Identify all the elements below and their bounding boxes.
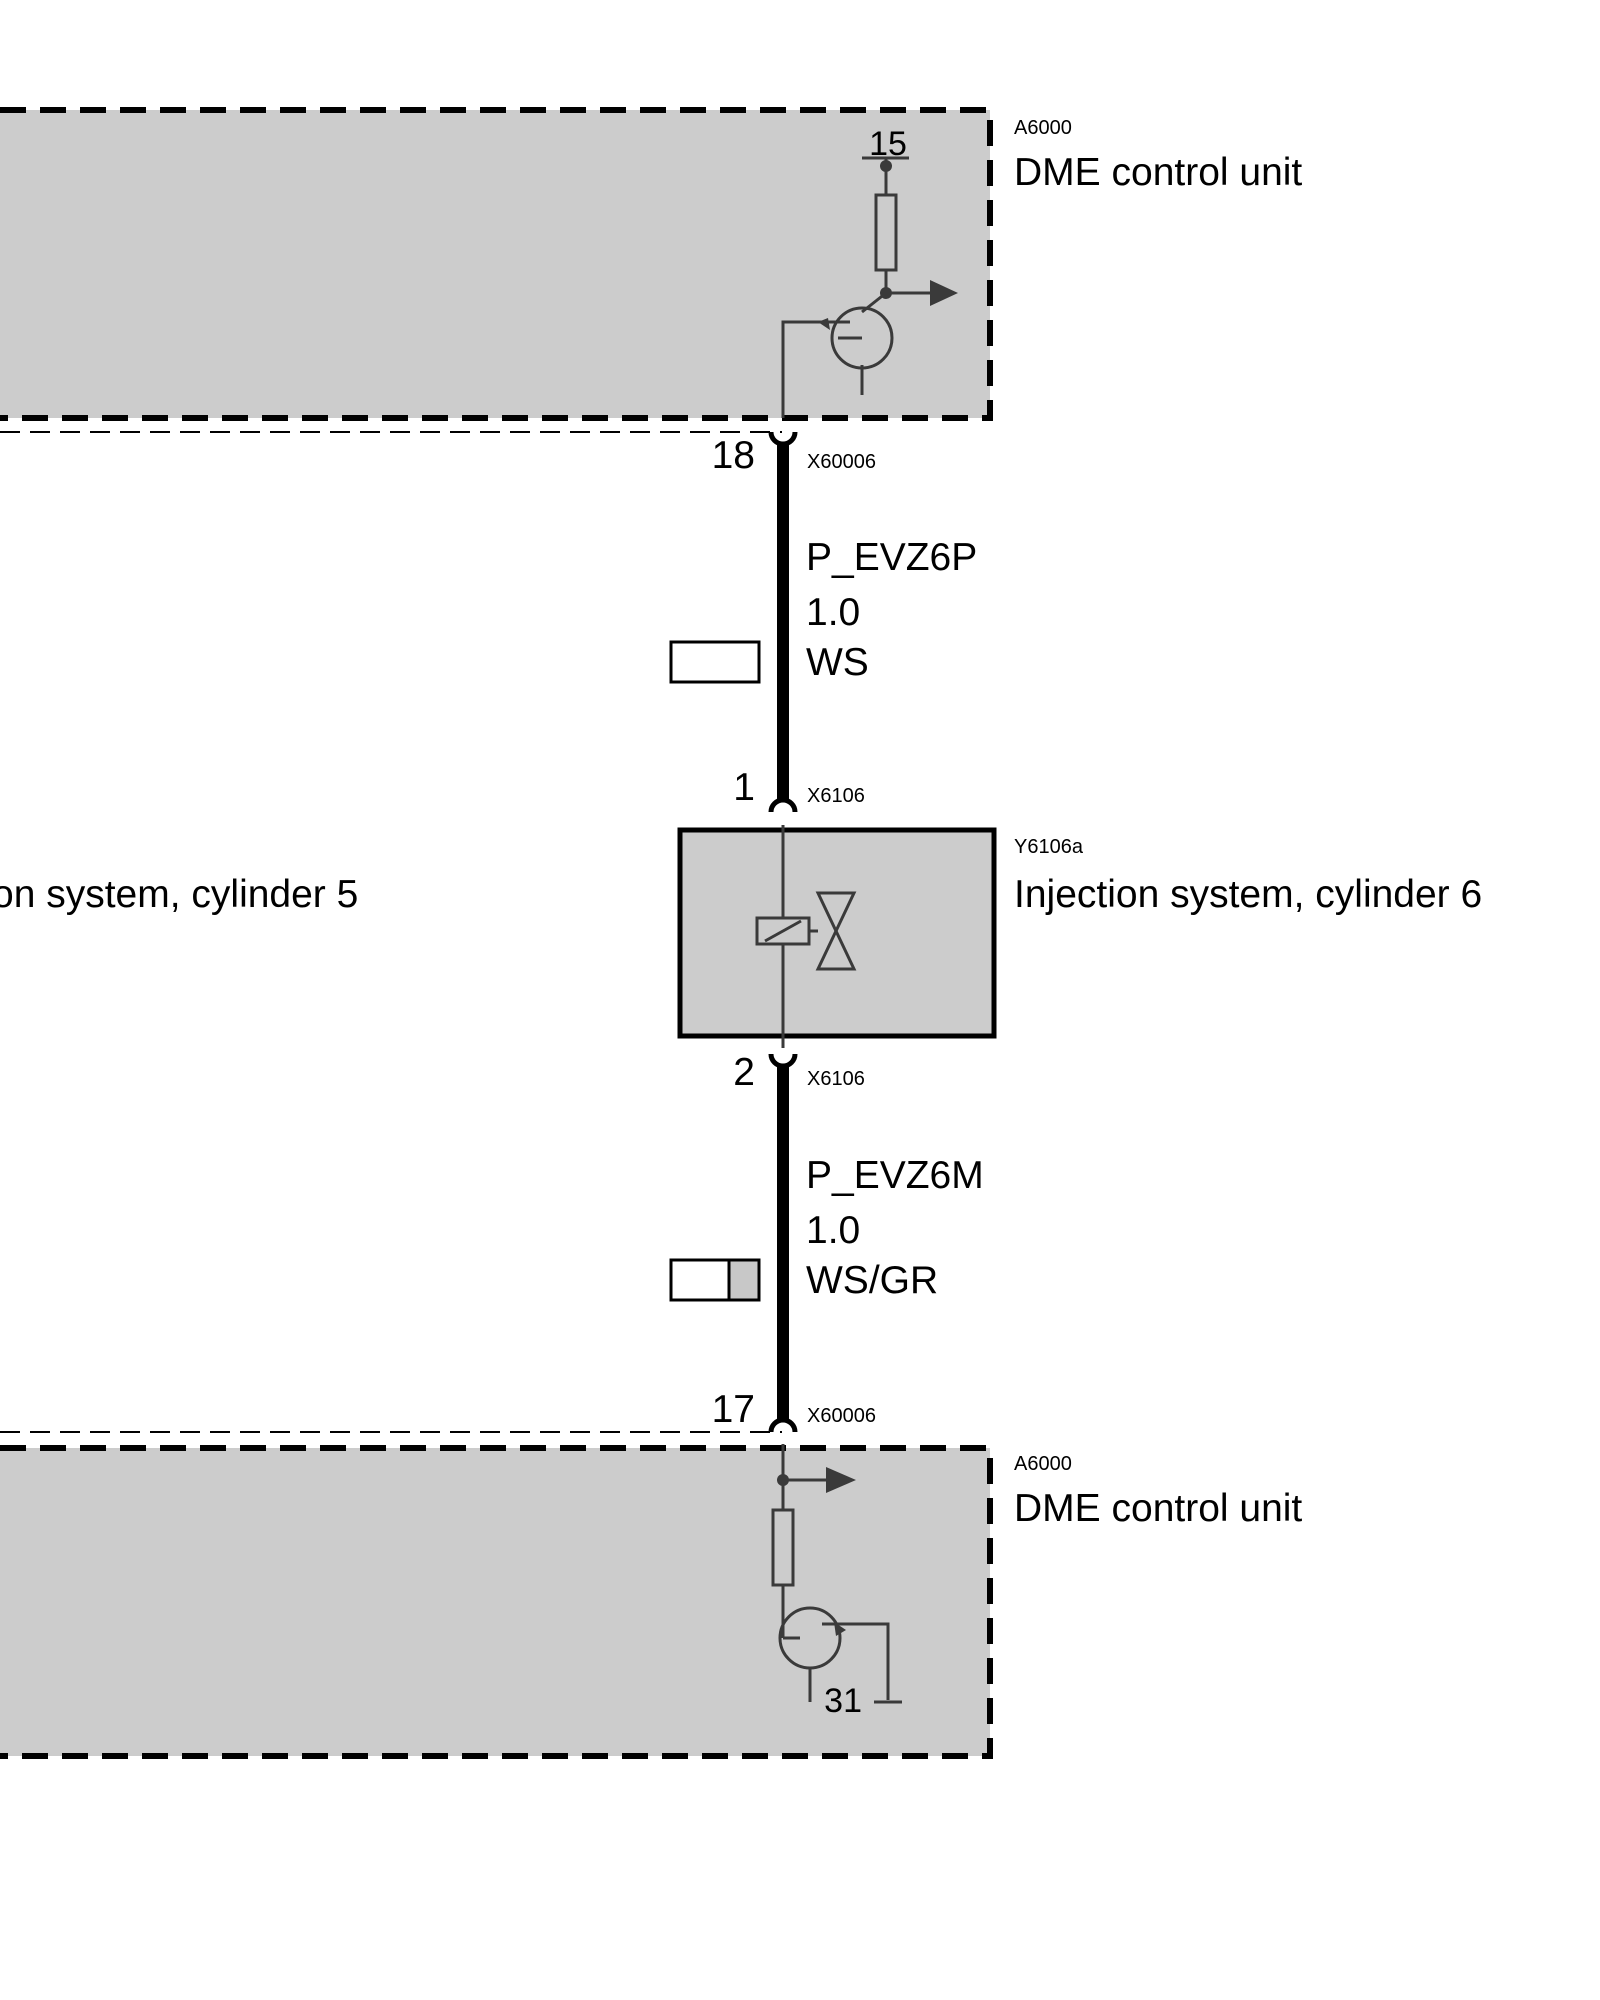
terminal-15-node: [880, 160, 892, 172]
connector-inj-pin1-code: X6106: [807, 785, 865, 807]
dme-bottom-code: A6000: [1014, 1453, 1072, 1475]
signal-arrow-icon: [930, 280, 958, 306]
connector-x6106-pin-2: 2 X6106: [733, 1051, 865, 1094]
wire-lower-cross-section: 1.0: [806, 1209, 860, 1252]
connector-bottom-code: X60006: [807, 1405, 876, 1427]
injector-solenoid-icon: [755, 825, 818, 1048]
wire-upper-signal: P_EVZ6P: [806, 536, 977, 579]
wire-upper-color: WS: [806, 641, 869, 684]
connector-x60006-pin-18: 18 X60006: [712, 431, 876, 477]
transistor-emitter-arrow-icon: [818, 318, 830, 330]
wire-color-swatch-ws: [669, 640, 761, 684]
pin-18-label: 18: [712, 434, 755, 477]
connector-x60006-pin-17: 17 X60006: [712, 1388, 876, 1433]
dme-top-code: A6000: [1014, 117, 1072, 139]
wire-lower-signal: P_EVZ6M: [806, 1154, 984, 1197]
junction-node: [880, 287, 892, 299]
terminal-31-label: 31: [824, 1682, 862, 1720]
connector-inj-pin2-code: X6106: [807, 1068, 865, 1090]
dme-control-unit-bottom: 31 A6000 DME control unit: [0, 1431, 1302, 1759]
connector-top-code: X60006: [807, 451, 876, 473]
pin-2-label: 2: [733, 1051, 755, 1094]
injector5-name: on system, cylinder 5: [0, 873, 358, 916]
wire-lower-color: WS/GR: [806, 1259, 938, 1302]
signal-arrow-icon-bottom: [826, 1467, 856, 1493]
wire-upper-cross-section: 1.0: [806, 591, 860, 634]
dme-bottom-name: DME control unit: [1014, 1487, 1302, 1530]
transistor-emitter-arrow-icon-bottom: [834, 1622, 846, 1636]
wire-lower: P_EVZ6M 1.0 WS/GR: [669, 1066, 984, 1420]
dme-output-stage-bottom: [771, 1444, 902, 1704]
terminal-15-label: 15: [869, 125, 907, 163]
pin-1-label: 1: [733, 766, 755, 809]
connector-x6106-pin-1: 1 X6106: [733, 766, 865, 813]
junction-node-bottom: [777, 1474, 789, 1486]
dme-control-unit-top: 15 A6000 DME control unit: [0, 107, 1302, 433]
wire-upper: P_EVZ6P 1.0 WS: [669, 444, 977, 800]
injector6-name: Injection system, cylinder 6: [1014, 873, 1482, 916]
pin-17-label: 17: [712, 1388, 755, 1431]
wire-color-swatch-gr-stripe: [727, 1258, 761, 1302]
injector-cylinder-6: Y6106a Injection system, cylinder 6: [677, 825, 1482, 1048]
dme-top-name: DME control unit: [1014, 151, 1302, 194]
injector6-code: Y6106a: [1014, 836, 1084, 858]
injector-valve-icon: [815, 891, 857, 971]
